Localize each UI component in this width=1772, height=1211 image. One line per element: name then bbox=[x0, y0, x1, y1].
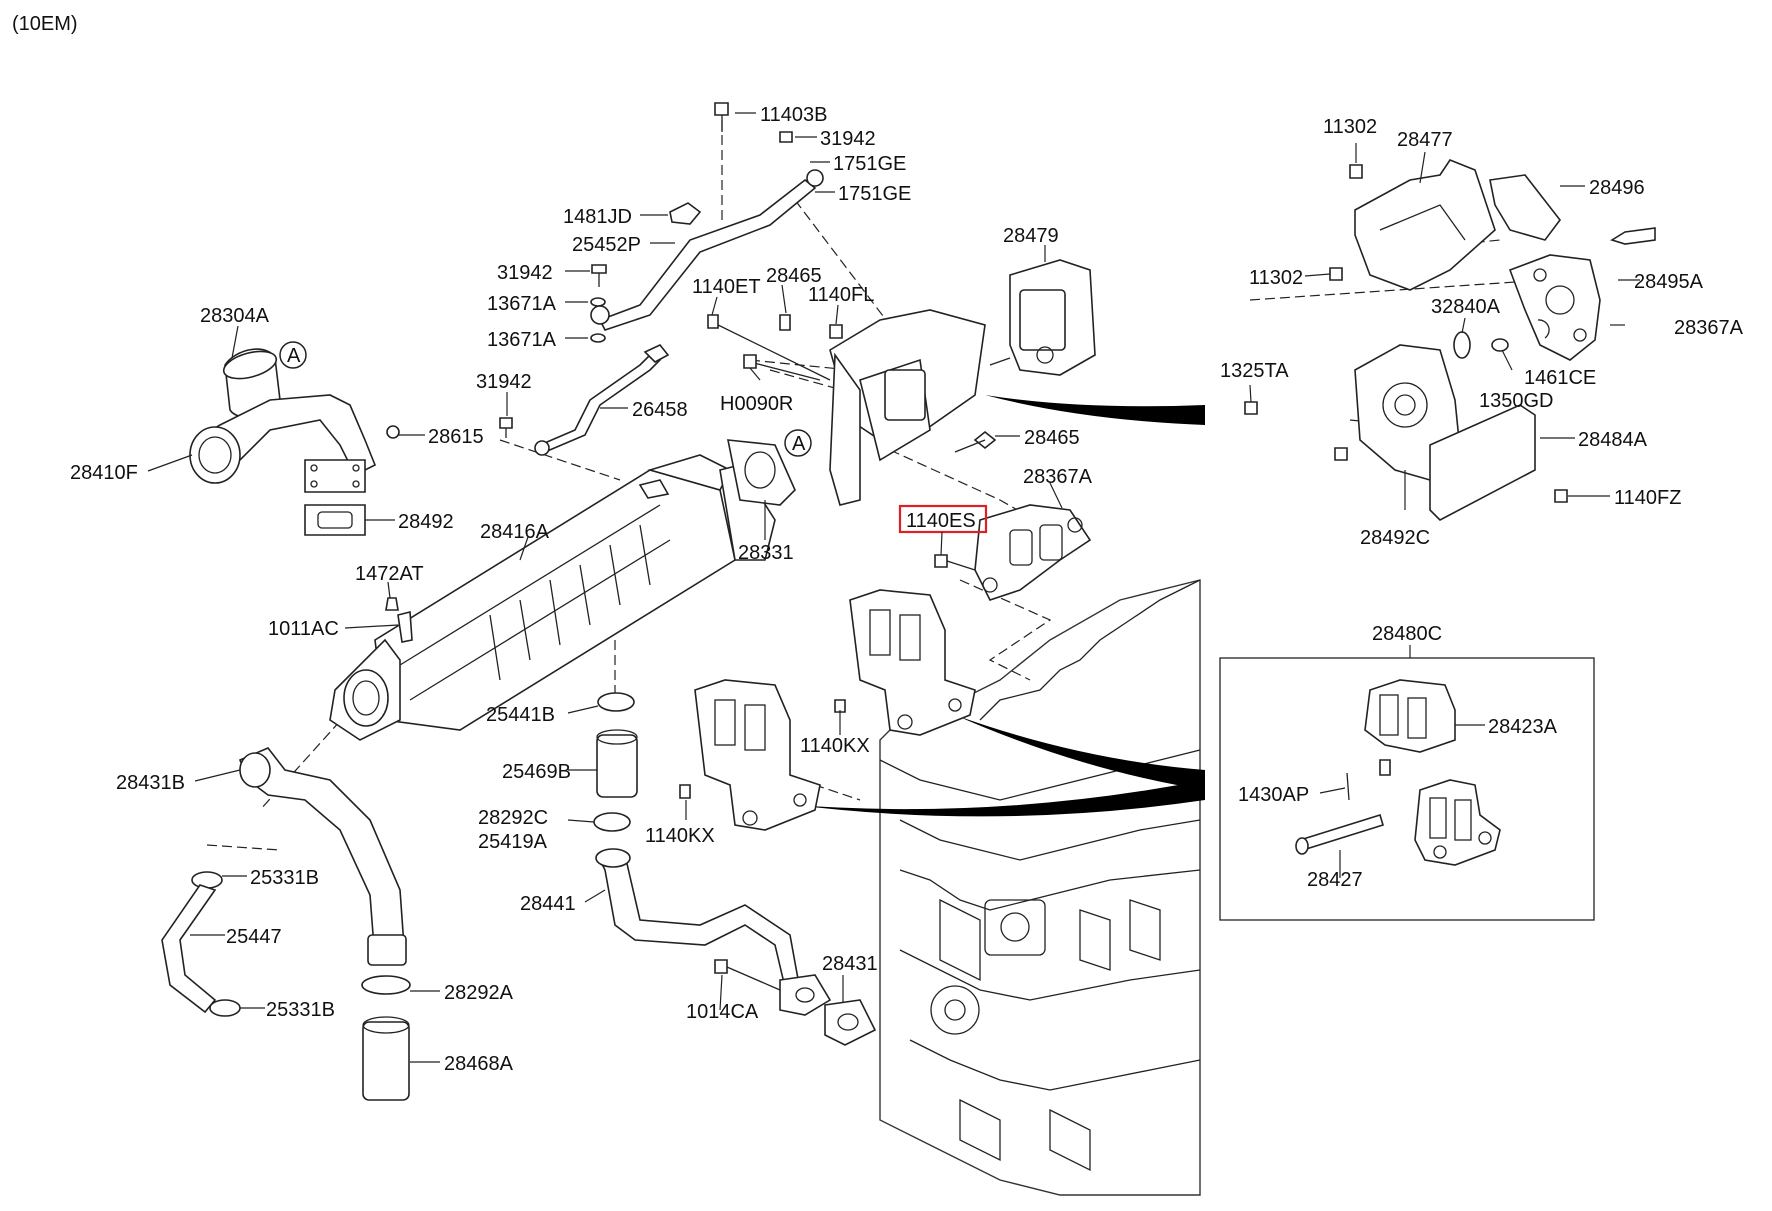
label-28292c: 28292C bbox=[478, 807, 548, 829]
label-28431: 28431 bbox=[822, 953, 878, 975]
label-1751ge-1: 1751GE bbox=[833, 153, 906, 175]
label-28423a: 28423A bbox=[1488, 716, 1558, 738]
label-1430ap: 1430AP bbox=[1238, 784, 1309, 806]
reference-mark-a2: A bbox=[792, 433, 806, 455]
label-1011ac: 1011AC bbox=[268, 618, 339, 640]
label-h0090r: H0090R bbox=[720, 393, 793, 415]
label-11302-top: 11302 bbox=[1323, 116, 1377, 138]
label-28367a-mid: 28367A bbox=[1023, 466, 1093, 488]
mount-bracket-lower bbox=[679, 679, 821, 831]
label-1325ta: 1325TA bbox=[1220, 360, 1289, 382]
label-25447: 25447 bbox=[226, 926, 282, 948]
variant-label: (10EM) bbox=[12, 13, 78, 35]
arrow-to-inset-1 bbox=[955, 715, 1205, 790]
label-11403b: 11403B bbox=[760, 104, 827, 126]
label-28331: 28331 bbox=[738, 542, 794, 564]
egr-cooler bbox=[329, 439, 796, 741]
label-28304a: 28304A bbox=[200, 305, 270, 327]
label-28495a: 28495A bbox=[1634, 271, 1704, 293]
label-28292a: 28292A bbox=[444, 982, 514, 1004]
label-28492c: 28492C bbox=[1360, 527, 1430, 549]
engine-block bbox=[879, 579, 1201, 1196]
mount-bracket-upper bbox=[834, 589, 976, 736]
label-1140kx-2: 1140KX bbox=[645, 825, 715, 847]
label-11302-mid: 11302 bbox=[1249, 267, 1303, 289]
label-26458: 26458 bbox=[632, 399, 688, 421]
label-1481jd: 1481JD bbox=[563, 206, 632, 228]
arrow-to-inset-2 bbox=[795, 780, 1205, 817]
reference-mark-a1: A bbox=[287, 345, 301, 367]
label-28431b: 28431B bbox=[116, 772, 185, 794]
label-13671a-2: 13671A bbox=[487, 329, 557, 351]
label-1751ge-2: 1751GE bbox=[838, 183, 911, 205]
arrow-to-right-group bbox=[985, 395, 1205, 425]
label-25441b: 25441B bbox=[486, 704, 555, 726]
label-28484a: 28484A bbox=[1578, 429, 1648, 451]
part-labels: 11403B 31942 1751GE 1751GE 1481JD 25452P… bbox=[70, 104, 1744, 1075]
label-1350gd: 1350GD bbox=[1479, 390, 1554, 412]
label-32840a: 32840A bbox=[1431, 296, 1501, 318]
inset-28480c bbox=[1219, 657, 1595, 921]
label-28492: 28492 bbox=[398, 511, 454, 533]
label-28416a: 28416A bbox=[480, 521, 550, 543]
label-1140fl: 1140FL bbox=[808, 284, 874, 306]
label-28479: 28479 bbox=[1003, 225, 1059, 247]
egr-pipe-assembly bbox=[499, 102, 824, 456]
label-31942-low: 31942 bbox=[476, 371, 532, 393]
pointer-arrows bbox=[795, 395, 1205, 817]
label-28410f: 28410F bbox=[70, 462, 138, 484]
label-1140fz: 1140FZ bbox=[1614, 487, 1681, 509]
label-28367a-right: 28367A bbox=[1674, 317, 1744, 339]
label-28465-mid: 28465 bbox=[1024, 427, 1080, 449]
label-28477: 28477 bbox=[1397, 129, 1453, 151]
label-28427: 28427 bbox=[1307, 869, 1363, 891]
label-28468a: 28468A bbox=[444, 1053, 514, 1075]
label-25469b: 25469B bbox=[502, 761, 571, 783]
label-28441: 28441 bbox=[520, 893, 576, 915]
label-1140es: 1140ES bbox=[906, 510, 976, 532]
leader-lines bbox=[147, 112, 1640, 1063]
label-25331b-1: 25331B bbox=[250, 867, 319, 889]
adapter-28367a-center bbox=[934, 504, 1092, 601]
label-28465-top: 28465 bbox=[766, 265, 822, 287]
label-25419a: 25419A bbox=[478, 831, 548, 853]
label-28615: 28615 bbox=[428, 426, 484, 448]
assembly-lines bbox=[206, 105, 1546, 851]
label-1140et: 1140ET bbox=[692, 276, 761, 298]
label-13671a-1: 13671A bbox=[487, 293, 557, 315]
egr-valve-group: A bbox=[707, 259, 1096, 506]
label-25331b-2: 25331B bbox=[266, 999, 335, 1021]
label-31942-mid: 31942 bbox=[497, 262, 553, 284]
label-1472at: 1472AT bbox=[355, 563, 424, 585]
label-1014ca: 1014CA bbox=[686, 1001, 759, 1023]
label-1461ce: 1461CE bbox=[1524, 367, 1596, 389]
inlet-hose-group: A bbox=[189, 341, 400, 536]
label-25452p: 25452P bbox=[572, 234, 641, 256]
label-1140kx-1: 1140KX bbox=[800, 735, 870, 757]
highlight-box-1140es bbox=[898, 504, 988, 534]
label-31942-top: 31942 bbox=[820, 128, 876, 150]
inset-frame bbox=[1219, 657, 1595, 921]
right-heat-shield-group bbox=[1244, 159, 1656, 521]
label-28496: 28496 bbox=[1589, 177, 1645, 199]
label-28480c: 28480C bbox=[1372, 623, 1442, 645]
